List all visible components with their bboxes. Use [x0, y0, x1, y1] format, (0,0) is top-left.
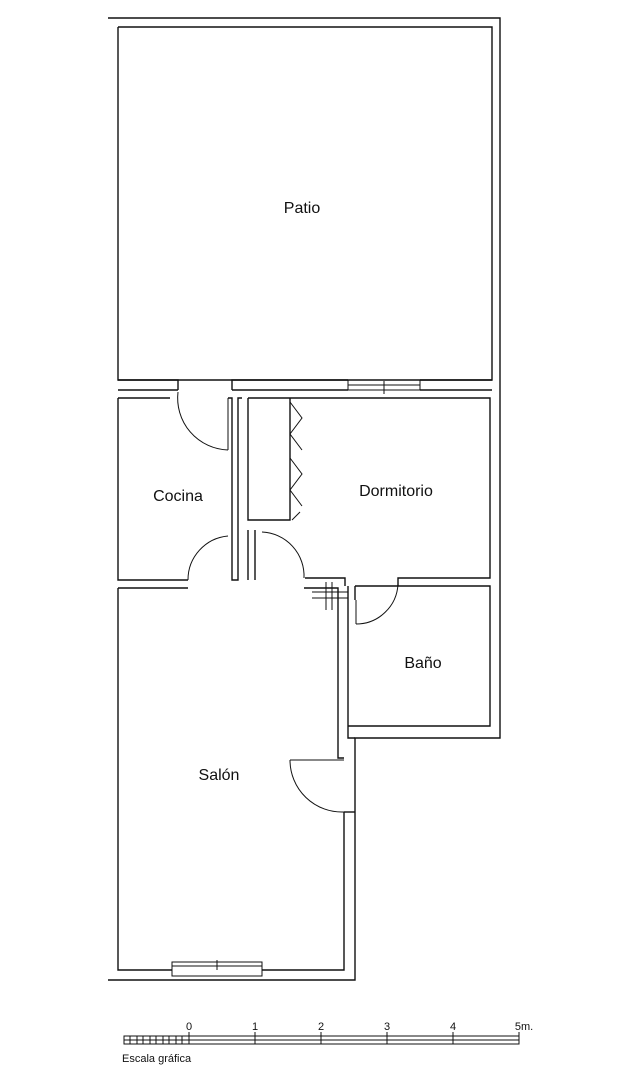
scale-tick-3: 3 [384, 1021, 390, 1033]
dormitorio-walls [247, 397, 491, 586]
cocina-walls [117, 397, 242, 581]
scale-tick-1: 1 [252, 1021, 258, 1033]
wardrobe-doors [289, 401, 303, 521]
scale-major-ticks [188, 1032, 520, 1044]
scale-subdivisions [129, 1036, 183, 1044]
scale-caption: Escala gráfica [122, 1053, 192, 1065]
salon-window [171, 960, 263, 977]
salon-walls [117, 587, 355, 971]
room-label-salon: Salón [199, 767, 240, 784]
graphic-scale: 0 1 2 3 4 5m. Escala gráfica [122, 1021, 533, 1065]
duct-symbol [312, 582, 348, 610]
salon-door [289, 759, 345, 813]
scale-tick-4: 4 [450, 1021, 456, 1033]
room-label-dormitorio: Dormitorio [359, 483, 433, 500]
scale-tick-2: 2 [318, 1021, 324, 1033]
scale-tick-0: 0 [186, 1021, 192, 1033]
scale-tick-5: 5m. [515, 1021, 533, 1033]
dormitorio-door [261, 531, 305, 579]
room-label-bano: Baño [404, 655, 441, 672]
patio-south-wall [118, 379, 492, 391]
room-label-cocina: Cocina [153, 488, 203, 505]
cocina-salon-door [187, 535, 229, 581]
patio-window [347, 379, 421, 394]
bano-walls [347, 585, 491, 739]
bano-door [355, 583, 399, 625]
room-label-patio: Patio [284, 200, 321, 217]
cocina-door [177, 391, 229, 451]
